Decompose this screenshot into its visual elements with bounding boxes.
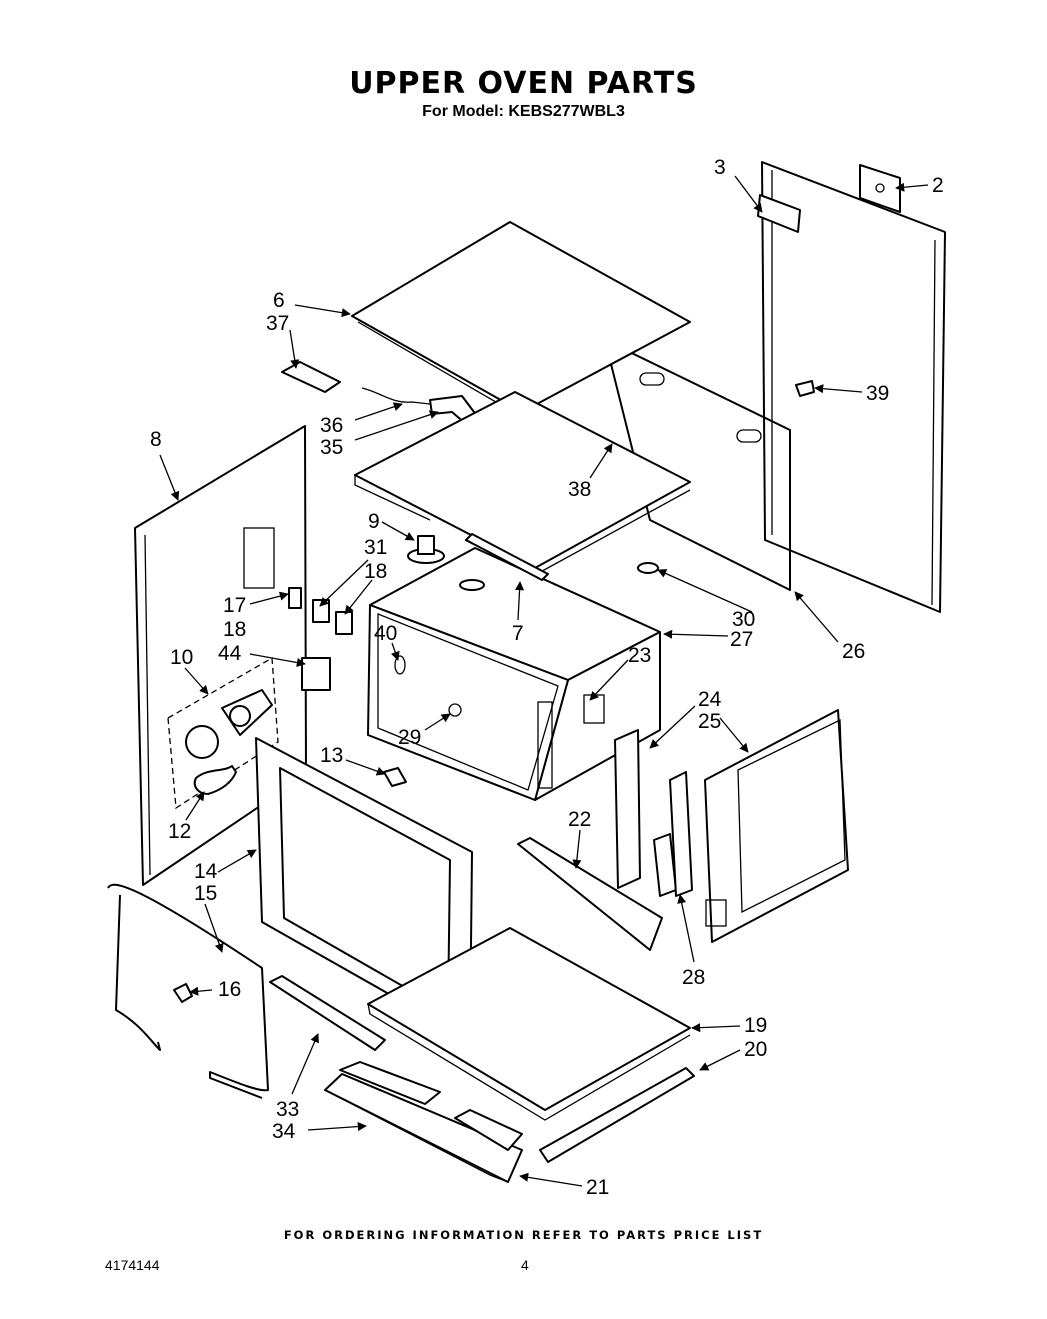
callout-18-lower: 18 [223,618,246,641]
part-door-gasket [107,883,269,1099]
part-top-rail [465,533,549,581]
part-bracket [859,164,901,213]
part-top-pan [354,391,691,576]
callout-13: 13 [320,744,343,767]
callout-37: 37 [266,312,289,335]
callout-labels: 3 2 6 37 36 35 8 38 39 9 31 18 17 18 7 3… [150,156,944,1199]
callout-24: 24 [698,688,722,711]
callout-10: 10 [170,646,193,669]
callout-9: 9 [368,510,380,533]
part-thermostat-assembly [167,656,279,810]
part-13-clip [383,767,407,787]
callout-20: 20 [744,1038,767,1061]
ordering-note: FOR ORDERING INFORMATION REFER TO PARTS … [283,1228,764,1242]
callout-2: 2 [932,174,944,197]
callout-23: 23 [628,644,651,667]
callout-25: 25 [698,710,721,733]
part-plug [637,562,659,574]
part-rear-panel [757,161,946,613]
model-subtitle: For Model: KEBS277WBL3 [422,103,625,120]
callout-7: 7 [512,622,524,645]
callout-44: 44 [218,642,242,665]
page-title: UPPER OVEN PARTS [349,66,698,101]
part-33-bracket [269,975,386,1051]
part-top-cover [351,221,691,417]
part-37-bracket [281,361,341,393]
callout-28: 28 [682,966,705,989]
callout-33: 33 [276,1098,299,1121]
part-lower-trim [324,1061,523,1183]
part-oven-cavity [367,547,661,801]
callout-30: 30 [732,608,755,631]
callout-38: 38 [568,478,591,501]
callout-8: 8 [150,428,162,451]
callout-35: 35 [320,436,343,459]
callout-31: 31 [364,536,387,559]
callout-39: 39 [866,382,889,405]
callout-40: 40 [374,622,397,645]
callout-12: 12 [168,820,191,843]
part-clip [795,380,815,397]
callout-14: 14 [194,860,218,883]
callout-34: 34 [272,1120,296,1143]
document-number: 4174144 [105,1257,160,1273]
part-vent [407,535,445,564]
callout-22: 22 [568,808,591,831]
leader-lines [159,175,929,1187]
callout-26: 26 [842,640,865,663]
part-16-clip [173,983,193,1003]
callout-16: 16 [218,978,241,1001]
callout-21: 21 [586,1176,609,1199]
part-18-clip [335,611,353,635]
callout-17: 17 [223,594,246,617]
callout-15: 15 [194,882,217,905]
part-bottom-panel [367,927,691,1121]
callout-29: 29 [398,726,421,749]
callout-6: 6 [273,289,285,312]
page-number: 4 [521,1257,529,1273]
callout-27: 27 [730,628,753,651]
part-side-trim [704,709,849,943]
part-door-hinge [653,771,693,897]
callout-19: 19 [744,1014,767,1037]
callout-18-upper: 18 [364,560,387,583]
part-light-bulb [193,765,237,795]
part-31-switch [312,599,330,623]
callout-36: 36 [320,414,343,437]
part-socket [301,657,331,691]
part-trim-strip [539,1067,695,1163]
callout-3: 3 [714,156,726,179]
part-lower-rail [517,837,663,951]
part-hinge-receptacle [614,729,641,889]
